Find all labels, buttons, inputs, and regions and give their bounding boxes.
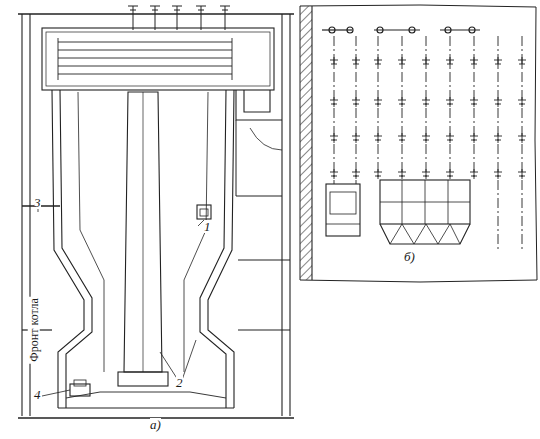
rod-tick xyxy=(330,169,338,179)
rod-tick xyxy=(494,97,502,107)
rod-tick xyxy=(352,57,360,67)
rod-tick xyxy=(330,57,338,67)
rod-tick xyxy=(446,57,454,67)
callout-number: 2 xyxy=(176,376,183,389)
rod-tick xyxy=(374,169,382,179)
panel-label: а) xyxy=(150,418,161,431)
rod-tick xyxy=(352,133,360,143)
rod-tick xyxy=(470,169,478,179)
panel-label: б) xyxy=(404,250,415,263)
suspension-rods xyxy=(330,36,526,250)
suspension-detail xyxy=(300,5,537,282)
rod-tick xyxy=(518,169,526,179)
rod-tick xyxy=(398,57,406,67)
rod-tick xyxy=(398,97,406,107)
rod-tick xyxy=(470,57,478,67)
rod-tick xyxy=(422,133,430,143)
rod-tick xyxy=(446,169,454,179)
rod-tick xyxy=(518,133,526,143)
rod-tick xyxy=(494,169,502,179)
callout-number: 3 xyxy=(34,196,41,209)
rod-tick xyxy=(398,169,406,179)
rod-tick xyxy=(518,97,526,107)
rod-tick xyxy=(494,133,502,143)
callout-number: 1 xyxy=(204,220,211,233)
rod-tick xyxy=(352,169,360,179)
rod-tick xyxy=(398,133,406,143)
rod-tick xyxy=(470,133,478,143)
rod-tick xyxy=(470,97,478,107)
rod-tick xyxy=(518,57,526,67)
rod-tick xyxy=(446,133,454,143)
suspended-blocks xyxy=(326,180,470,244)
rod-tick xyxy=(422,169,430,179)
rod-tick xyxy=(446,97,454,107)
rod-tick xyxy=(494,57,502,67)
rod-tick xyxy=(330,97,338,107)
rod-tick xyxy=(422,57,430,67)
rod-tick xyxy=(374,133,382,143)
rod-tick xyxy=(374,57,382,67)
rod-tick xyxy=(330,133,338,143)
boiler-section xyxy=(18,6,294,418)
side-label: Фронт котла xyxy=(28,296,40,363)
rod-tick xyxy=(374,97,382,107)
rod-tick xyxy=(422,97,430,107)
rod-tick xyxy=(352,97,360,107)
callout-number: 4 xyxy=(34,388,41,401)
